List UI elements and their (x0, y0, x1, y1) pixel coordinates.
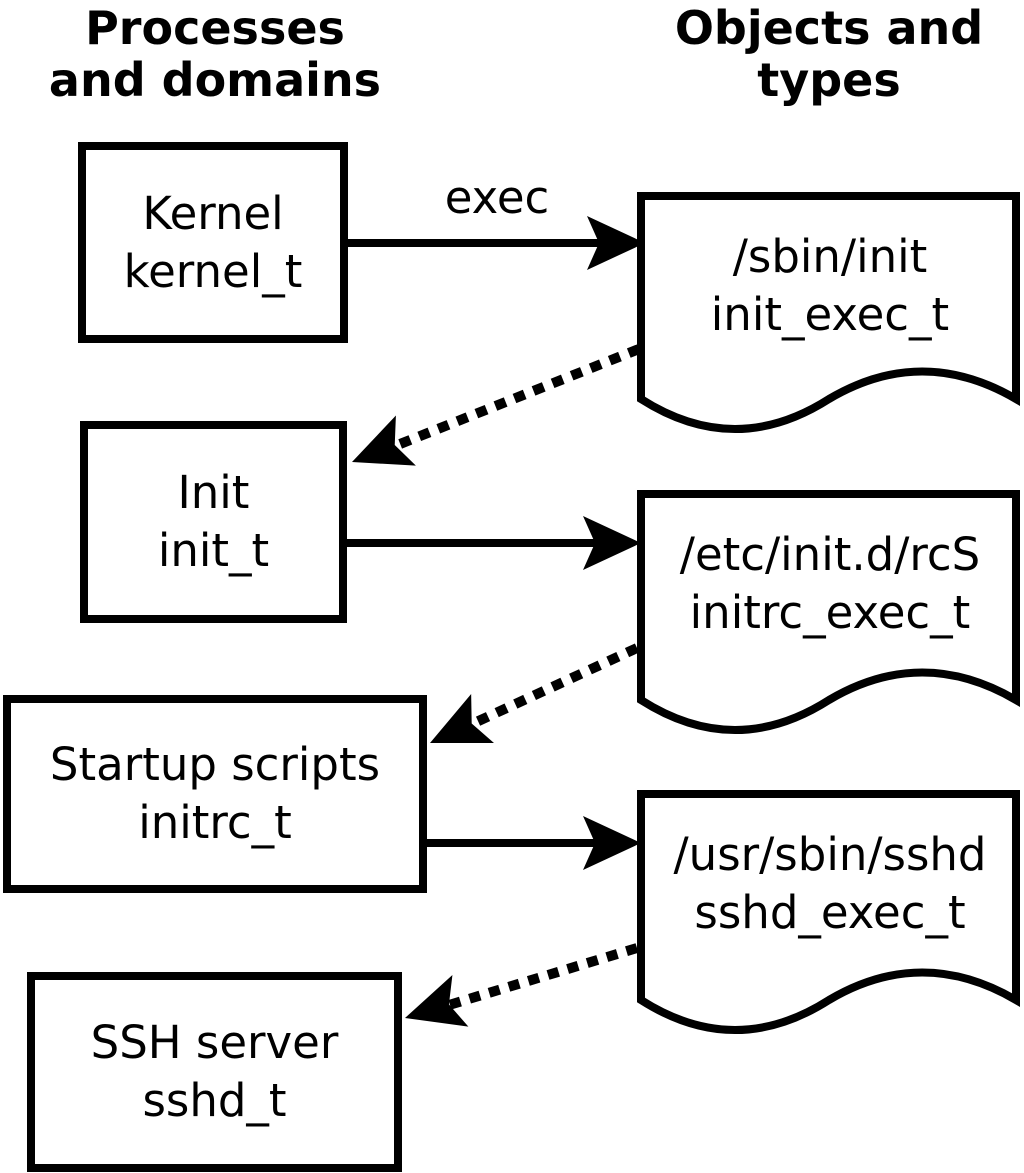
right-column-header-line2: types (757, 53, 901, 107)
dotted-arrow-shaft (469, 643, 640, 729)
process-domain-type: sshd_t (142, 1074, 287, 1127)
right-column-header: Objects and types (634, 2, 1024, 106)
solid-arrow-kernel-to-sbin-init (340, 216, 645, 270)
process-node-kernel: Kernel kernel_t (78, 142, 348, 343)
process-node-ssh-server: SSH server sshd_t (27, 972, 402, 1172)
process-node-startup-scripts: Startup scripts initrc_t (3, 695, 427, 893)
document-shape-etc-initd-rcs (637, 490, 1020, 734)
dotted-arrow-initrc-exec-to-startup-scripts (430, 643, 640, 743)
solid-arrow-head (583, 516, 641, 570)
dotted-arrow-head (405, 975, 469, 1027)
dotted-arrow-init-exec-to-init (352, 344, 641, 466)
process-label: Kernel (142, 186, 284, 240)
document-shape-usr-sbin-sshd (637, 790, 1020, 1034)
dotted-arrow-shaft (447, 943, 639, 1010)
process-label: Startup scripts (49, 738, 381, 791)
left-column-header: Processes and domains (20, 2, 410, 106)
left-column-header-line2: and domains (48, 53, 382, 107)
dotted-arrow-head (430, 694, 494, 743)
solid-arrow-startup-scripts-to-usr-sbin-sshd (419, 816, 641, 870)
process-label: Init (177, 466, 250, 519)
exec-edge-label: exec (444, 171, 550, 224)
process-node-init: Init init_t (80, 421, 347, 623)
solid-arrow-head (587, 216, 645, 270)
dotted-arrow-sshd-exec-to-ssh-server (405, 943, 639, 1027)
process-domain-type: initrc_t (138, 796, 292, 849)
process-domain-type: init_t (157, 524, 270, 577)
document-shape-sbin-init (637, 192, 1020, 433)
solid-arrow-init-to-etc-initd-rcs (339, 516, 641, 570)
dotted-arrow-head (352, 415, 416, 466)
solid-arrow-head (583, 816, 641, 870)
left-column-header-line1: Processes (85, 1, 345, 55)
process-domain-type: kernel_t (123, 244, 303, 298)
process-label: SSH server (90, 1016, 339, 1069)
dotted-arrow-shaft (393, 344, 641, 451)
right-column-header-line1: Objects and (674, 1, 984, 55)
